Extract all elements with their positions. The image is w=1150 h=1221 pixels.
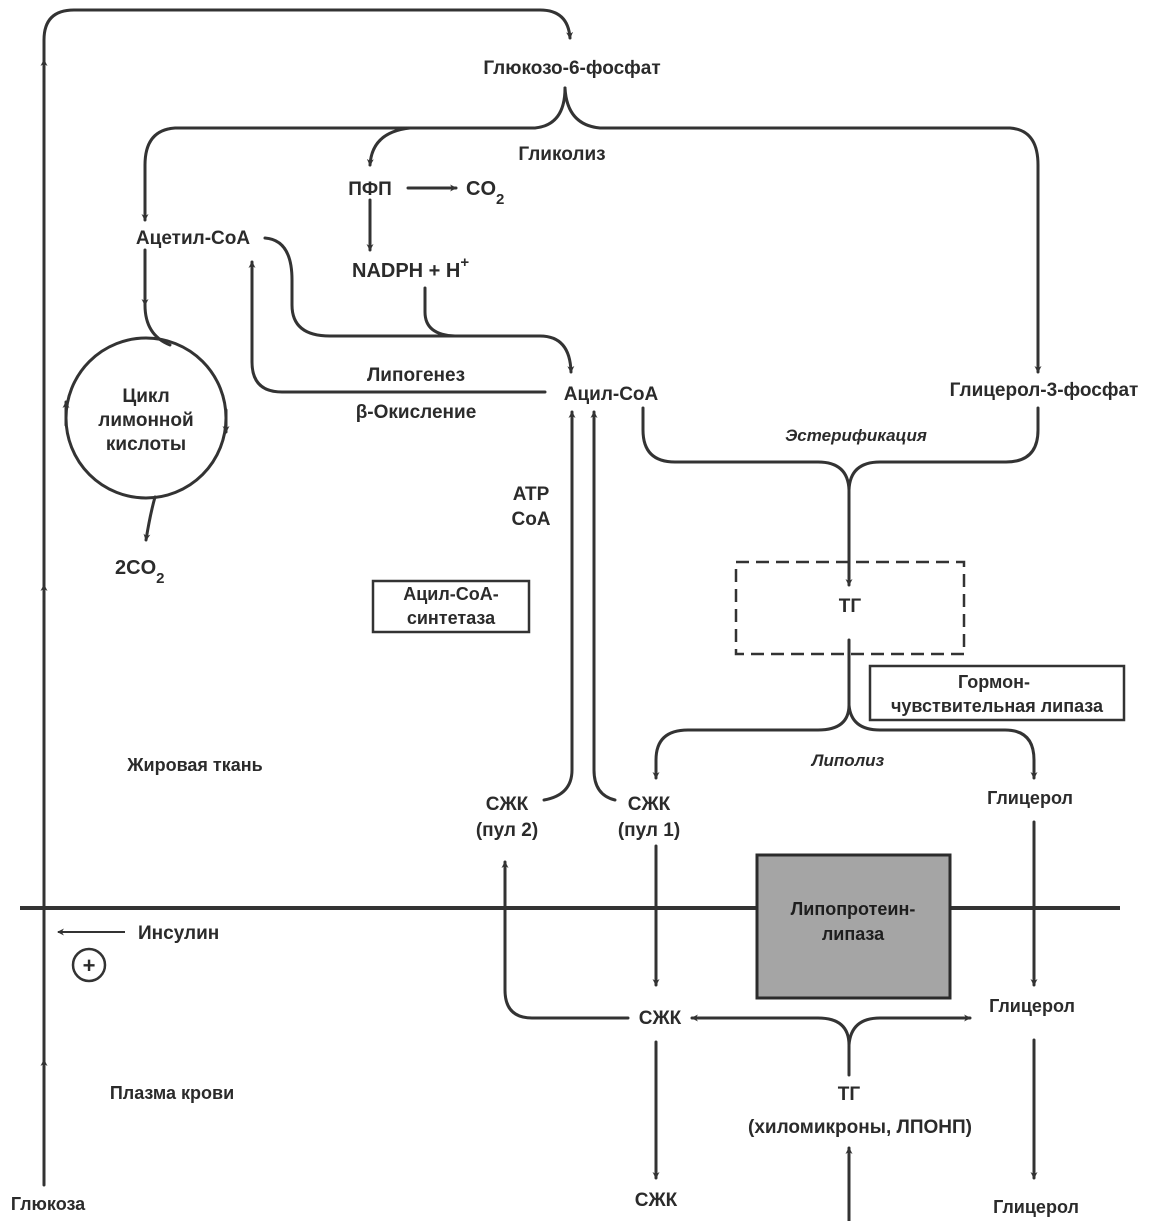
plus-circle [71, 947, 107, 983]
tca-label-line3: кислоты [106, 434, 186, 455]
insulin-label: Инсулин [138, 923, 219, 944]
lpl-label-line1: Липопротеин- [791, 899, 916, 919]
two-co2-label: 2CO2 [115, 557, 164, 587]
ffa-plasma-label: СЖК [639, 1008, 682, 1029]
nadph-to-lipogenesis [423, 286, 457, 338]
tca-to-co2-arrow [143, 495, 157, 542]
lipogenesis-arrow [263, 236, 575, 374]
glucose6p-label: Глюкозо-6-фосфат [483, 58, 660, 79]
glycolysis-brace-right [563, 86, 1042, 374]
lipolysis-label: Липолиз [810, 751, 885, 770]
esterification-label: Эстерификация [785, 426, 927, 445]
tg-plasma-label-line2: (хиломикроны, ЛПОНП) [748, 1117, 972, 1138]
glycolysis-label: Гликолиз [518, 144, 605, 165]
lpl-label-line2: липаза [822, 924, 885, 944]
ffa-pool2-label-line2: (пул 2) [476, 820, 538, 841]
adipose-region-label: Жировая ткань [126, 755, 262, 775]
lipogenesis-label: Липогенез [367, 365, 465, 386]
acetyl-to-tca-join [143, 303, 172, 347]
beta-oxidation-arrow [248, 260, 547, 394]
tg-plasma-label-line1: ТГ [838, 1084, 861, 1105]
acyl-synthetase-box [371, 579, 531, 634]
ffa-pool1-label-line2: (пул 1) [618, 820, 680, 841]
ffa-pool1-to-acylcoa-arrow [590, 410, 617, 802]
atp-label: ATP [513, 484, 550, 505]
co2-label: CO2 [466, 178, 504, 208]
ffa-pool2-to-acylcoa-arrow [542, 410, 576, 802]
acyl-synthetase-label-line2: синтетаза [407, 608, 496, 628]
glycerol-tissue-label: Глицерол [987, 788, 1073, 808]
hsl-label-line1: Гормон- [958, 672, 1030, 692]
glycolysis-brace [141, 86, 567, 222]
plus-sign: + [83, 953, 96, 978]
lpl-enzyme-box [755, 853, 952, 1000]
hsl-enzyme-box [868, 664, 1126, 722]
tg-label: ТГ [839, 596, 862, 617]
acyl-coa-label: Ацил-CoA [564, 384, 659, 405]
glucose-uptake-arrow [42, 8, 574, 1187]
ffa-bottom-label: СЖК [635, 1190, 678, 1211]
lipolysis-to-ffa-arrow [652, 703, 851, 780]
coa-label: CoA [511, 509, 550, 530]
esterification-brace [641, 406, 1040, 492]
ppp-label: ПФП [348, 179, 392, 200]
plasma-region-label: Плазма крови [110, 1083, 234, 1103]
glycerol-bottom-label: Глицерол [993, 1197, 1079, 1217]
plasma-tg-to-ffa-arrow [690, 1014, 851, 1047]
tca-label-line1: Цикл [122, 386, 169, 407]
plasma-ffa-to-pool2-arrow [501, 860, 630, 1020]
beta-oxidation-label: β-Окисление [356, 402, 477, 423]
hsl-label-line2: чувствительная липаза [891, 696, 1104, 716]
ffa-pool1-label-line1: СЖК [628, 794, 671, 815]
acetyl-coa-label: Ацетил-CoA [136, 228, 250, 249]
tca-label-line2: лимонной [98, 410, 193, 431]
lipolysis-to-glycerol-arrow [847, 703, 1038, 780]
acyl-synthetase-label-line1: Ацил-CoA- [403, 584, 499, 604]
ppp-branch [366, 126, 412, 167]
plasma-tg-to-glycerol-arrow [847, 1014, 972, 1047]
glycerol3p-label: Глицерол-3-фосфат [950, 380, 1139, 401]
nadph-label: NADPH + H+ [352, 254, 469, 282]
ffa-pool2-label-line1: СЖК [486, 794, 529, 815]
glycerol-plasma-label: Глицерол [989, 996, 1075, 1016]
glucose-label: Глюкоза [11, 1194, 86, 1214]
